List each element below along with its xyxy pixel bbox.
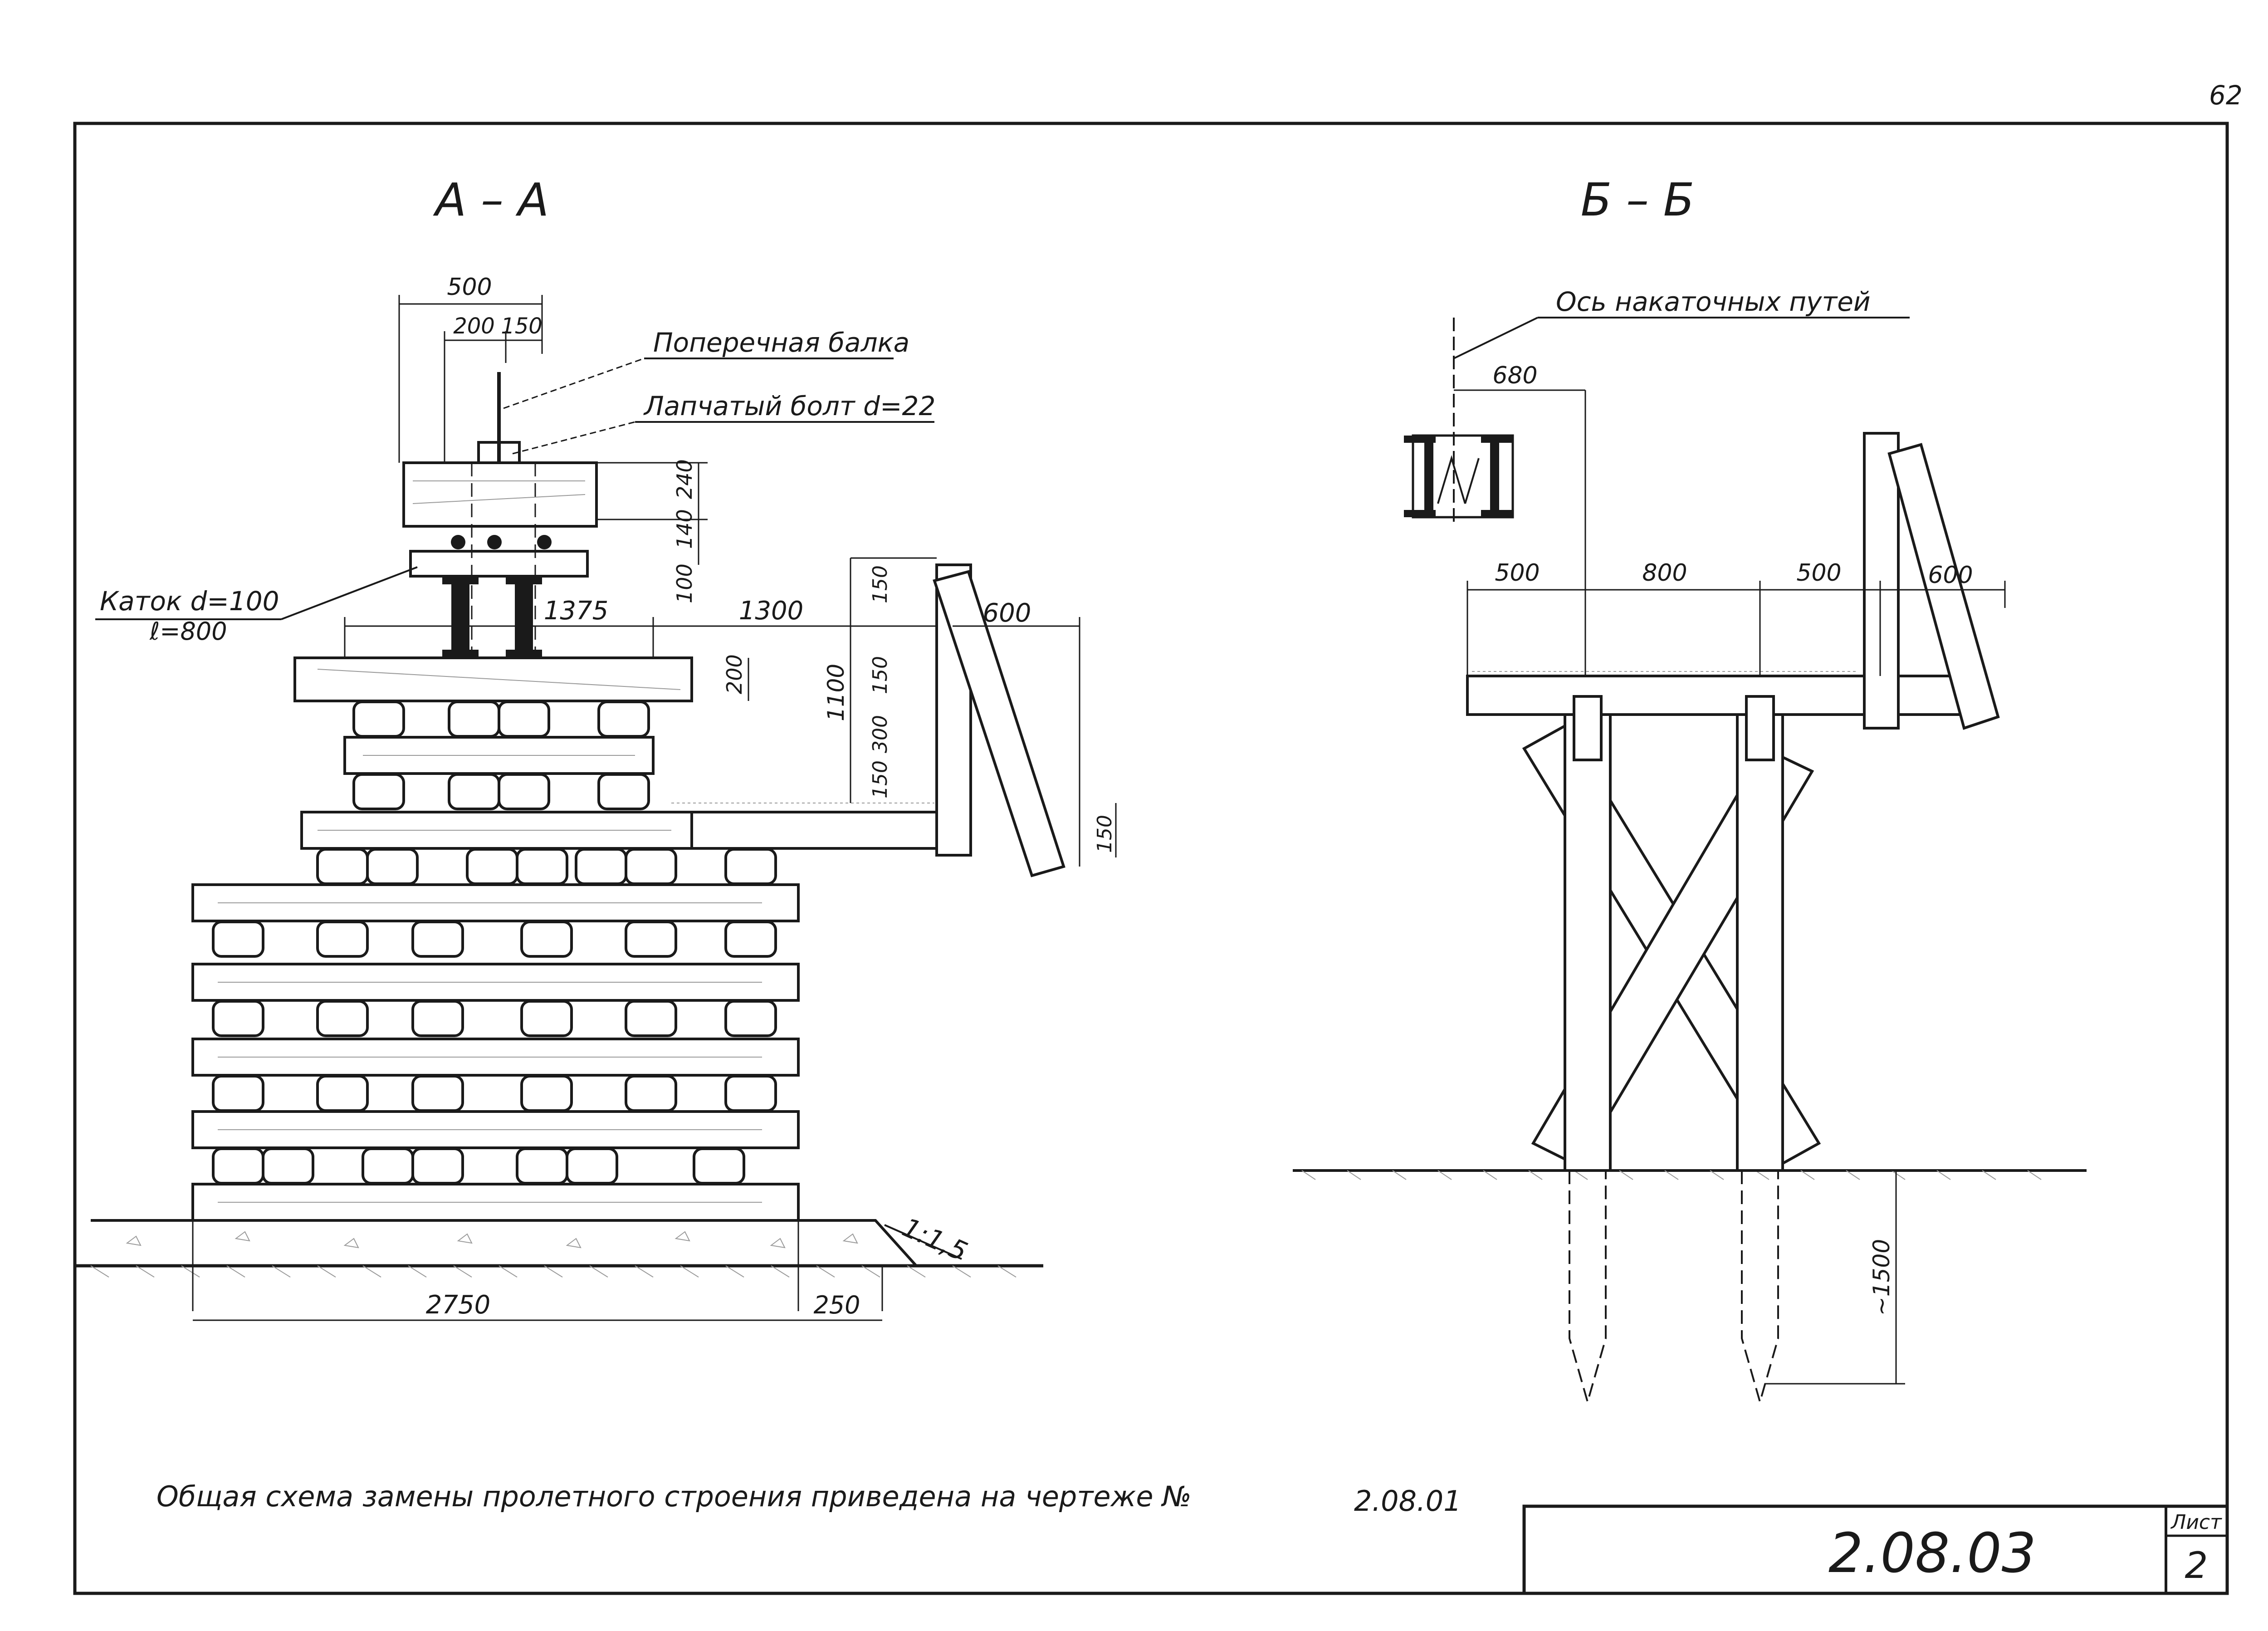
dim-200: 200 <box>453 313 495 339</box>
dims-bb <box>1454 389 2006 1385</box>
dim-800: 800 <box>1642 559 1687 587</box>
title-block: 2.08.03 Лист 2 <box>1522 1504 2229 1595</box>
dim-150a: 150 <box>869 565 892 603</box>
dim-500b: 500 <box>1796 559 1841 587</box>
roller-label: Каток d=100 <box>100 586 279 617</box>
bolt-label: Лапчатый болт d=22 <box>643 391 935 421</box>
dim-150d: 150 <box>1093 815 1116 853</box>
dim-150c: 150 <box>869 760 892 798</box>
section-bb-title: Б – Б <box>1581 173 1695 226</box>
dim-2750: 2750 <box>426 1290 491 1320</box>
sleeper-crib <box>191 656 800 1222</box>
dim-200b: 200 <box>722 654 747 694</box>
dim-500a: 500 <box>1495 559 1540 587</box>
section-bb: Б – Б Ось накаточных путей <box>1293 173 2087 1406</box>
runway-deck <box>690 811 938 850</box>
brace-bb <box>1887 443 2000 730</box>
post-bb <box>1863 432 1900 730</box>
bolt-icon <box>477 372 521 464</box>
dim-250: 250 <box>813 1291 860 1319</box>
beam-detail <box>1404 434 1514 519</box>
dim-150b: 150 <box>869 656 892 694</box>
dim-1100: 1100 <box>823 664 849 721</box>
sheet-value: 2 <box>2185 1544 2208 1587</box>
axis-label: Ось накаточных путей <box>1556 286 1871 317</box>
rail-beams-aa <box>442 576 542 658</box>
runway-brace <box>933 570 1066 877</box>
dim-1300: 1300 <box>739 596 804 626</box>
dim-300: 300 <box>869 715 892 753</box>
outer-frame <box>73 122 2229 1595</box>
page-number: 62 <box>2209 80 2243 111</box>
cleat-left <box>1573 695 1603 761</box>
dim-150: 150 <box>501 313 543 339</box>
dim-240: 240 <box>672 459 697 499</box>
dim-600: 600 <box>983 598 1031 628</box>
roller-plate <box>409 550 589 578</box>
dim-100: 100 <box>672 563 697 603</box>
dims-aa <box>192 295 1117 1321</box>
section-aa-title: А – А <box>433 173 549 226</box>
cross-beam <box>402 461 598 528</box>
sheet-label: Лист <box>2170 1511 2222 1534</box>
dim-600-bb: 600 <box>1928 562 1973 589</box>
section-aa: А – А 1:1,5 <box>75 173 1117 1321</box>
dim-1500: ~1500 <box>1868 1239 1895 1316</box>
dim-1375: 1375 <box>544 596 609 626</box>
pile-right <box>1736 713 1784 1172</box>
general-note: Общая схема замены пролетного строения п… <box>156 1480 1192 1513</box>
dim-500: 500 <box>447 274 492 301</box>
dim-140: 140 <box>672 509 697 549</box>
note-ref: 2.08.01 <box>1354 1484 1461 1518</box>
roller-icons <box>451 535 552 549</box>
drawing-number: 2.08.03 <box>1828 1522 2036 1585</box>
cross-beam-label: Поперечная балка <box>653 327 909 358</box>
roller-length-label: ℓ=800 <box>149 617 227 646</box>
dim-680: 680 <box>1492 362 1537 389</box>
cleat-right <box>1745 695 1775 761</box>
pile-left <box>1564 713 1612 1172</box>
